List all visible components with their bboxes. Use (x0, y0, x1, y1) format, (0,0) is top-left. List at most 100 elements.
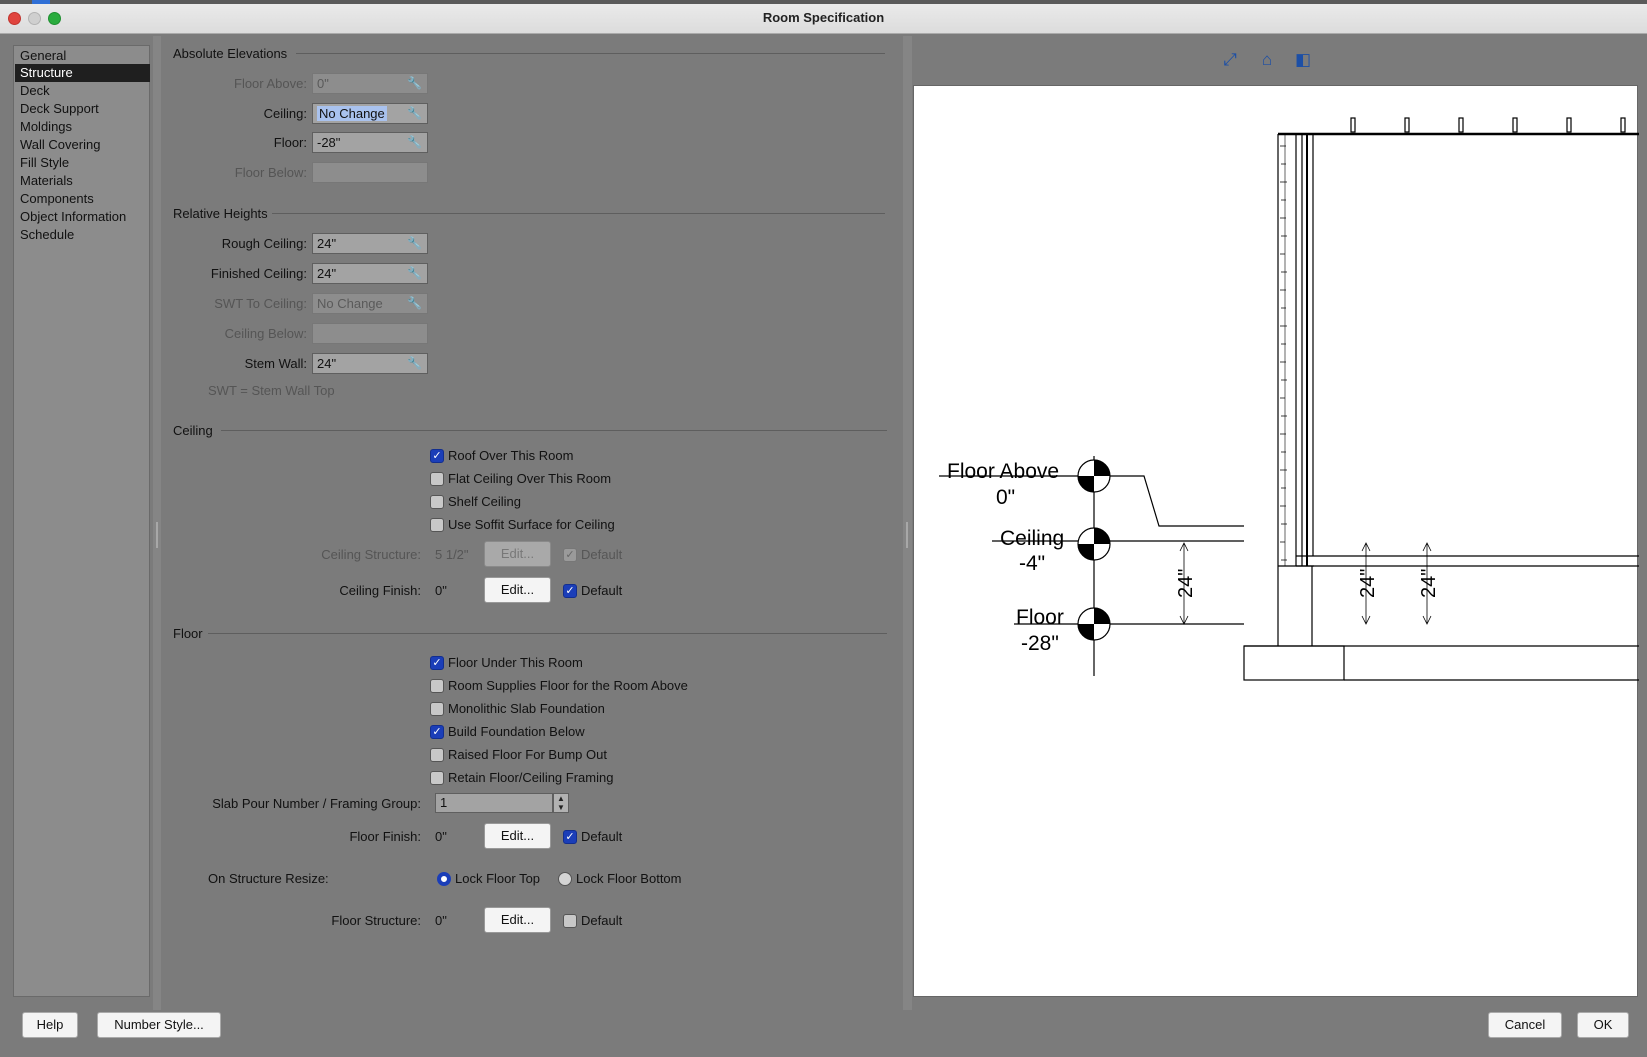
room-supplies-floor-checkbox[interactable]: Room Supplies Floor for the Room Above (430, 678, 688, 694)
sidebar-item-deck[interactable]: Deck (20, 83, 50, 98)
sidebar-item-object-information[interactable]: Object Information (20, 209, 127, 224)
splitter-grip[interactable] (906, 522, 908, 548)
monolithic-slab-checkbox[interactable]: Monolithic Slab Foundation (430, 701, 605, 717)
checkbox-icon[interactable] (430, 748, 444, 762)
close-window-button[interactable] (8, 12, 21, 25)
stem-wall-input[interactable]: 24" 🔧 (312, 353, 428, 374)
fill-window-icon[interactable]: ⤢ (1223, 50, 1237, 69)
splitter-grip[interactable] (156, 522, 158, 548)
ceiling-section-title: Ceiling (173, 423, 213, 438)
finished-ceiling-input[interactable]: 24" 🔧 (312, 263, 428, 284)
sidebar-item-fill-style[interactable]: Fill Style (20, 155, 70, 170)
floor-structure-default-checkbox[interactable]: Default (563, 913, 622, 929)
build-foundation-checkbox[interactable]: ✓ Build Foundation Below (430, 724, 585, 740)
ceiling-structure-value: 5 1/2" (435, 547, 469, 562)
minimize-window-button[interactable] (28, 12, 41, 25)
flat-ceiling-checkbox[interactable]: Flat Ceiling Over This Room (430, 471, 611, 487)
ceiling-marker-value: -4" (1019, 552, 1045, 575)
floor-under-room-checkbox[interactable]: ✓ Floor Under This Room (430, 655, 583, 671)
sidebar-item-materials[interactable]: Materials (20, 173, 73, 188)
floor-finish-default-label: Default (581, 829, 623, 844)
roof-over-room-checkbox[interactable]: ✓ Roof Over This Room (430, 448, 573, 464)
sidebar-item-structure[interactable]: Structure (15, 64, 150, 82)
radio-icon[interactable] (558, 872, 572, 886)
chevron-up-icon[interactable]: ▲ (557, 794, 565, 803)
lock-floor-top-radio[interactable]: Lock Floor Top (437, 871, 540, 887)
top-strip (0, 0, 1647, 4)
sidebar-item-deck-support[interactable]: Deck Support (20, 101, 99, 116)
checkbox-checked-icon[interactable]: ✓ (430, 449, 444, 463)
checkbox-checked-icon[interactable]: ✓ (430, 656, 444, 670)
checkbox-icon[interactable] (430, 495, 444, 509)
zoom-window-button[interactable] (48, 12, 61, 25)
lock-floor-bottom-radio[interactable]: Lock Floor Bottom (558, 871, 682, 887)
checkbox-icon[interactable] (430, 702, 444, 716)
ceiling-below-label: Ceiling Below: (224, 326, 307, 341)
ok-button[interactable]: OK (1577, 1012, 1629, 1038)
checkbox-checked-icon[interactable]: ✓ (563, 830, 577, 844)
floor-under-room-label: Floor Under This Room (448, 655, 583, 670)
top-strip-tab (32, 0, 50, 4)
floor-above-marker-name: Floor Above (947, 460, 1059, 483)
wrench-icon[interactable]: 🔧 (407, 135, 422, 149)
section-drawing: Floor Above 0" Ceiling -4" Floor -28" 24… (939, 117, 1639, 681)
ceiling-elevation-input[interactable]: No Change 🔧 (312, 103, 428, 124)
help-button[interactable]: Help (22, 1012, 78, 1038)
floor-above-value: 0" (317, 76, 329, 91)
dimension-label: 24" (1357, 569, 1379, 598)
wrench-icon[interactable]: 🔧 (407, 236, 422, 250)
structure-resize-label: On Structure Resize: (208, 871, 329, 886)
use-soffit-checkbox[interactable]: Use Soffit Surface for Ceiling (430, 517, 615, 533)
section-divider (221, 430, 887, 431)
checkbox-checked-icon[interactable]: ✓ (430, 725, 444, 739)
checkbox-icon[interactable] (430, 771, 444, 785)
floor-finish-edit-button[interactable]: Edit... (484, 823, 551, 849)
checkbox-icon[interactable] (563, 914, 577, 928)
chevron-down-icon[interactable]: ▼ (557, 803, 565, 812)
elevation-view-icon[interactable]: ◧ (1294, 50, 1312, 69)
shelf-ceiling-checkbox[interactable]: Shelf Ceiling (430, 494, 521, 510)
floor-finish-default-checkbox[interactable]: ✓ Default (563, 829, 622, 845)
checkbox-checked-icon[interactable]: ✓ (563, 584, 577, 598)
checkbox-icon[interactable] (430, 679, 444, 693)
wrench-icon[interactable]: 🔧 (407, 266, 422, 280)
elevation-marker-ceiling (1077, 527, 1111, 561)
slab-pour-input[interactable]: 1 (435, 793, 553, 813)
elevation-marker-floor-above (1077, 459, 1111, 493)
roof-over-room-label: Roof Over This Room (448, 448, 574, 463)
ceiling-finish-default-checkbox[interactable]: ✓ Default (563, 583, 622, 599)
sidebar-item-schedule[interactable]: Schedule (20, 227, 75, 242)
raised-floor-checkbox[interactable]: Raised Floor For Bump Out (430, 747, 607, 763)
sidebar-item-wall-covering[interactable]: Wall Covering (20, 137, 101, 152)
sidebar-item-moldings[interactable]: Moldings (20, 119, 73, 134)
floor-elevation-value: -28" (317, 135, 341, 150)
floor-structure-edit-button[interactable]: Edit... (484, 907, 551, 933)
slab-pour-stepper[interactable]: ▲ ▼ (553, 793, 569, 813)
number-style-button[interactable]: Number Style... (97, 1012, 221, 1038)
checkbox-icon[interactable] (430, 472, 444, 486)
swt-to-ceiling-field: No Change 🔧 (312, 293, 428, 314)
cancel-button[interactable]: Cancel (1488, 1012, 1562, 1038)
rough-ceiling-value: 24" (317, 236, 337, 251)
retain-framing-checkbox[interactable]: Retain Floor/Ceiling Framing (430, 770, 613, 786)
camera-view-icon[interactable]: ⌂ (1261, 50, 1273, 69)
floor-below-label: Floor Below: (234, 165, 307, 180)
shelf-ceiling-label: Shelf Ceiling (448, 494, 521, 509)
wrench-icon: 🔧 (407, 296, 422, 310)
wrench-icon[interactable]: 🔧 (407, 106, 422, 120)
wrench-icon[interactable]: 🔧 (407, 356, 422, 370)
lock-floor-top-label: Lock Floor Top (455, 871, 541, 886)
ceiling-finish-default-label: Default (581, 583, 623, 598)
rough-ceiling-input[interactable]: 24" 🔧 (312, 233, 428, 254)
radio-selected-icon[interactable] (437, 872, 451, 886)
wrench-icon: 🔧 (407, 76, 422, 90)
floor-below-field (312, 162, 428, 183)
right-splitter[interactable] (903, 36, 912, 1010)
ceiling-finish-edit-button[interactable]: Edit... (484, 577, 551, 603)
flat-ceiling-label: Flat Ceiling Over This Room (448, 471, 612, 486)
checkbox-icon[interactable] (430, 518, 444, 532)
floor-elevation-input[interactable]: -28" 🔧 (312, 132, 428, 153)
sidebar-item-general[interactable]: General (20, 48, 67, 63)
left-splitter[interactable] (153, 36, 161, 1010)
sidebar-item-components[interactable]: Components (20, 191, 94, 206)
